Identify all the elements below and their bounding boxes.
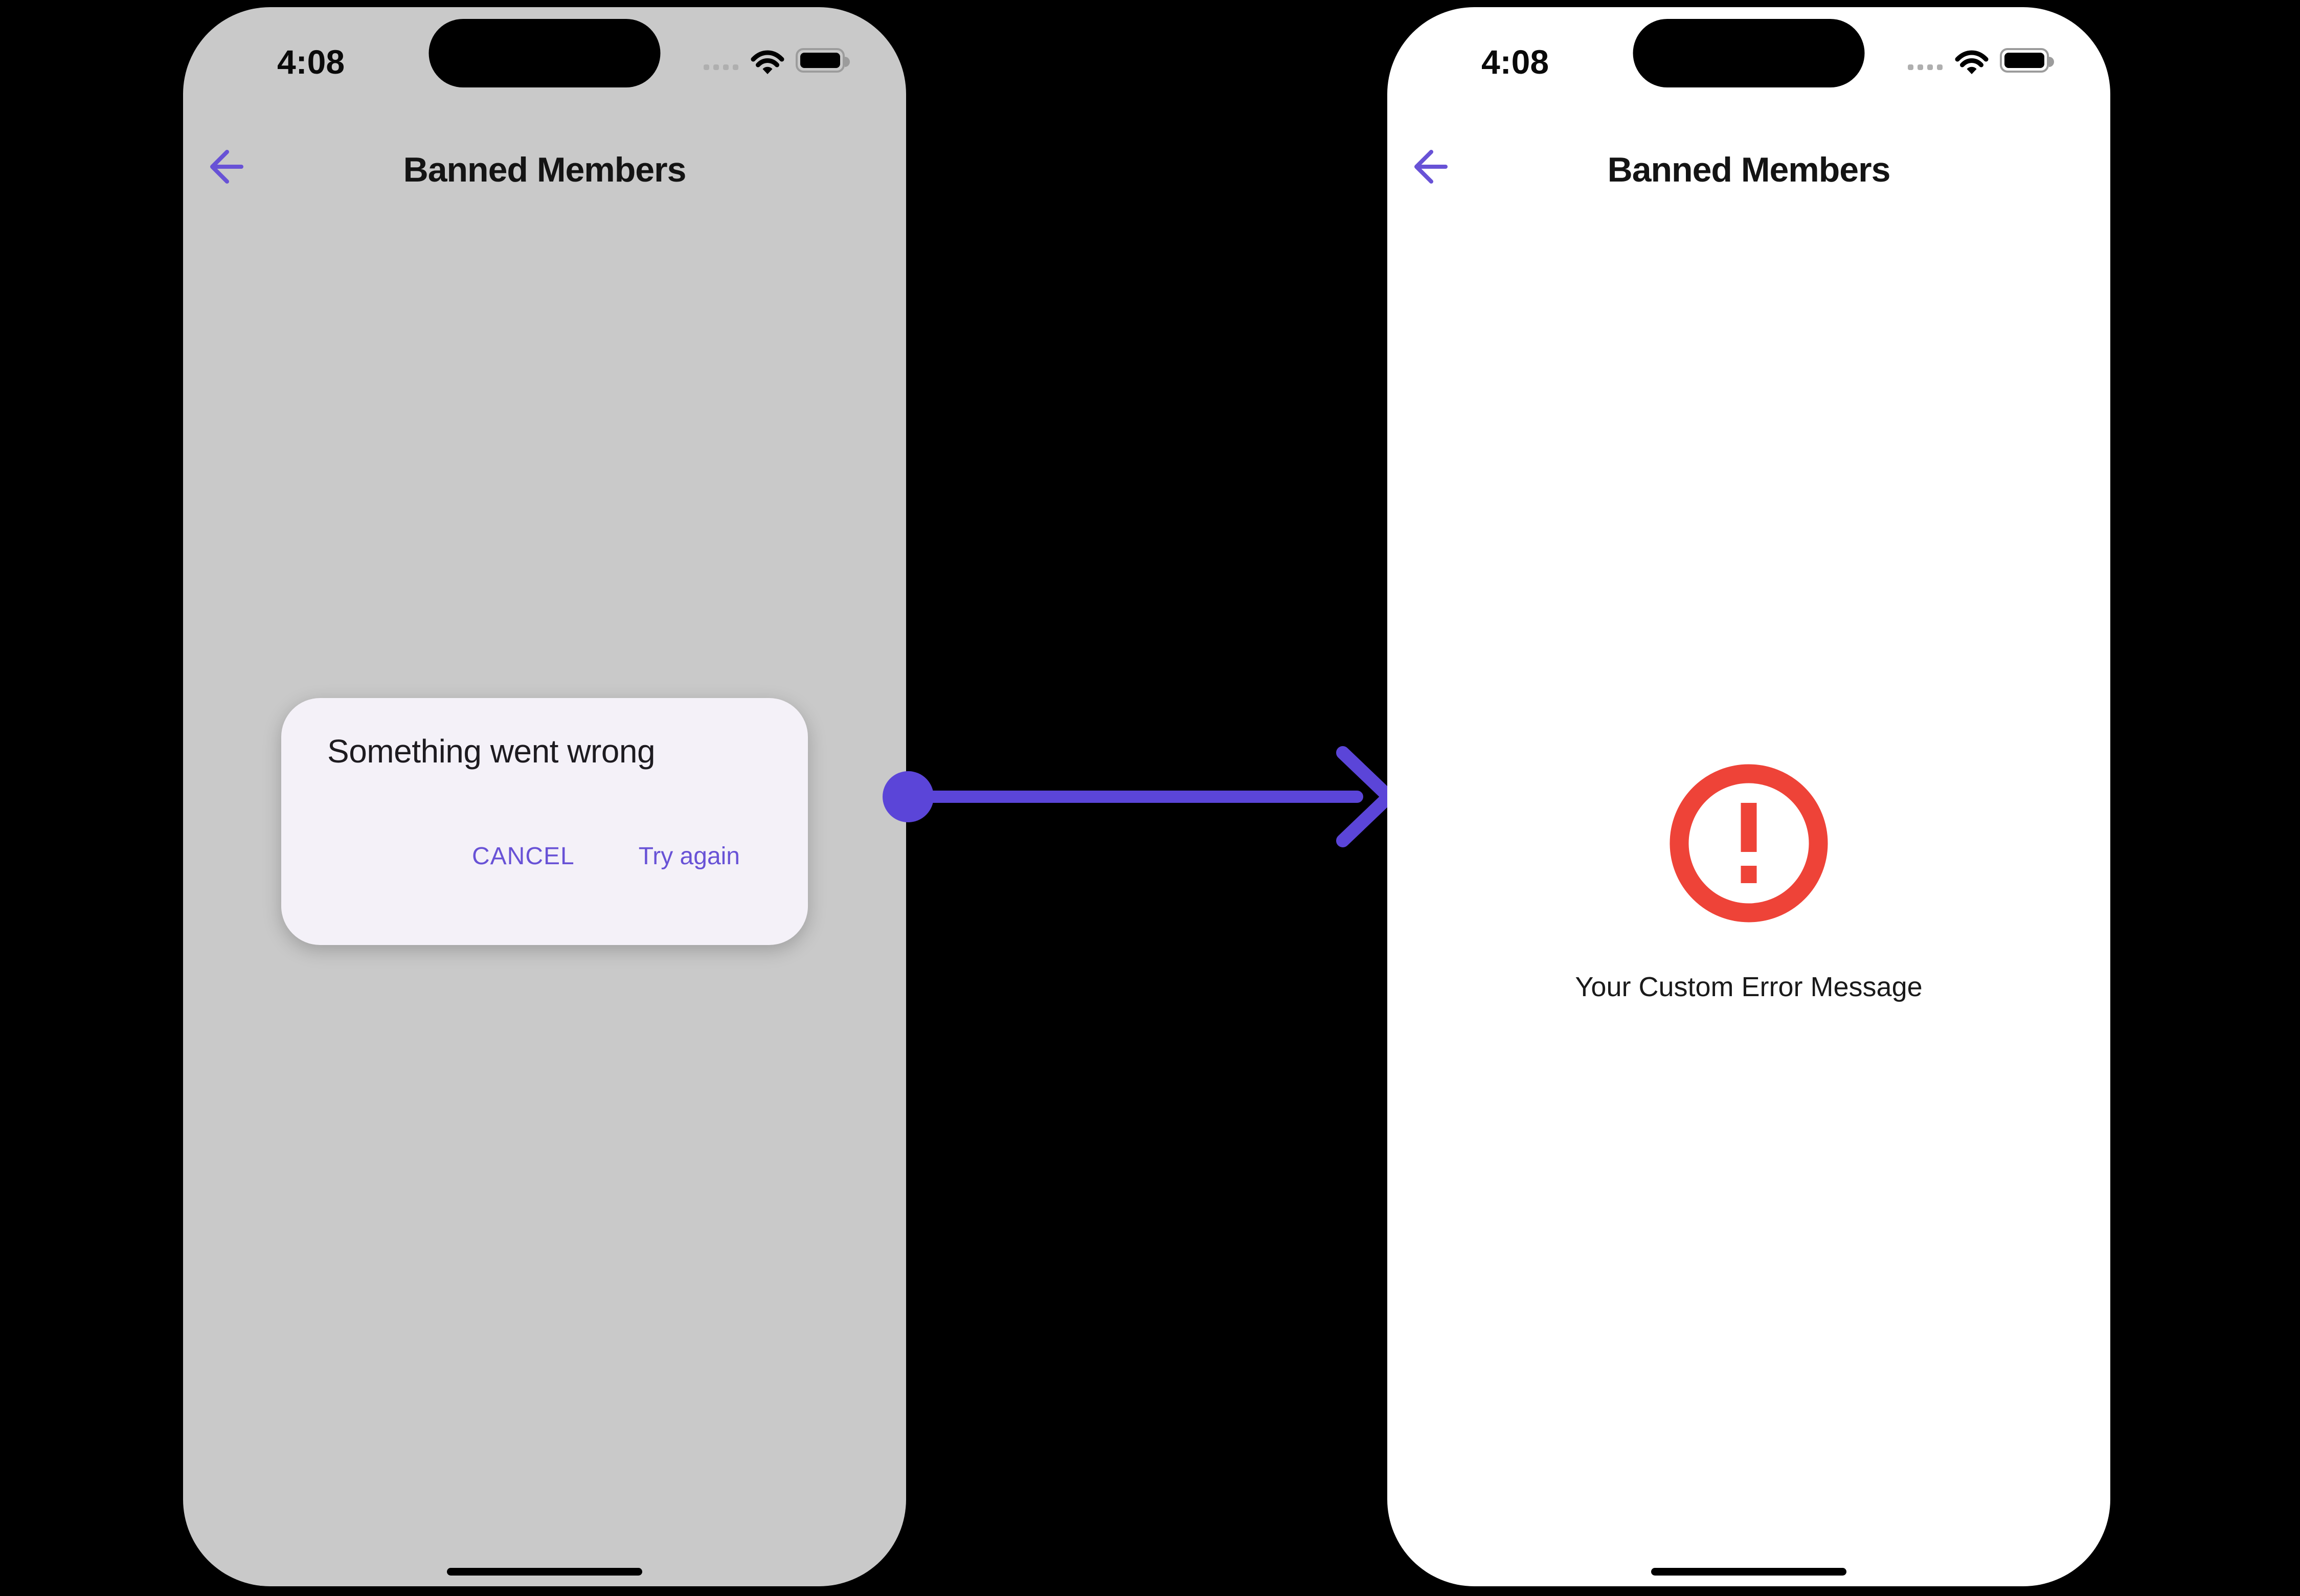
cellular-signal-icon [1908, 64, 1943, 70]
dynamic-island [1633, 19, 1865, 87]
status-bar: 4:08 [1387, 7, 2110, 109]
flow-arrow-line [905, 791, 1363, 803]
right-phone-screen: 4:08 [1387, 7, 2110, 1586]
back-button[interactable] [204, 144, 250, 190]
dynamic-island [429, 19, 661, 87]
home-indicator[interactable] [447, 1568, 642, 1576]
home-indicator[interactable] [1651, 1568, 1846, 1576]
cellular-signal-icon [704, 64, 738, 70]
status-time: 4:08 [277, 43, 345, 81]
error-dialog: Something went wrong CANCEL Try again [281, 698, 808, 945]
nav-header: Banned Members [1387, 135, 2110, 201]
try-again-button[interactable]: Try again [638, 843, 740, 870]
nav-header: Banned Members [183, 135, 906, 201]
back-button[interactable] [1408, 144, 1454, 190]
battery-icon [796, 48, 850, 73]
dialog-title: Something went wrong [327, 733, 656, 770]
left-phone-screen: 4:08 [183, 7, 906, 1586]
dialog-actions: CANCEL Try again [472, 844, 740, 869]
battery-icon [2000, 48, 2054, 73]
page-title: Banned Members [403, 150, 687, 189]
wifi-icon [1955, 50, 1989, 77]
error-message-text: Your Custom Error Message [1575, 972, 1923, 1002]
wifi-icon [751, 50, 784, 77]
page-title: Banned Members [1607, 150, 1891, 189]
error-exclamation-icon [1670, 764, 1828, 925]
status-time: 4:08 [1481, 43, 1549, 81]
back-arrow-icon [1411, 149, 1451, 188]
status-bar: 4:08 [183, 7, 906, 109]
back-arrow-icon [207, 149, 246, 188]
cancel-button[interactable]: CANCEL [471, 843, 575, 870]
